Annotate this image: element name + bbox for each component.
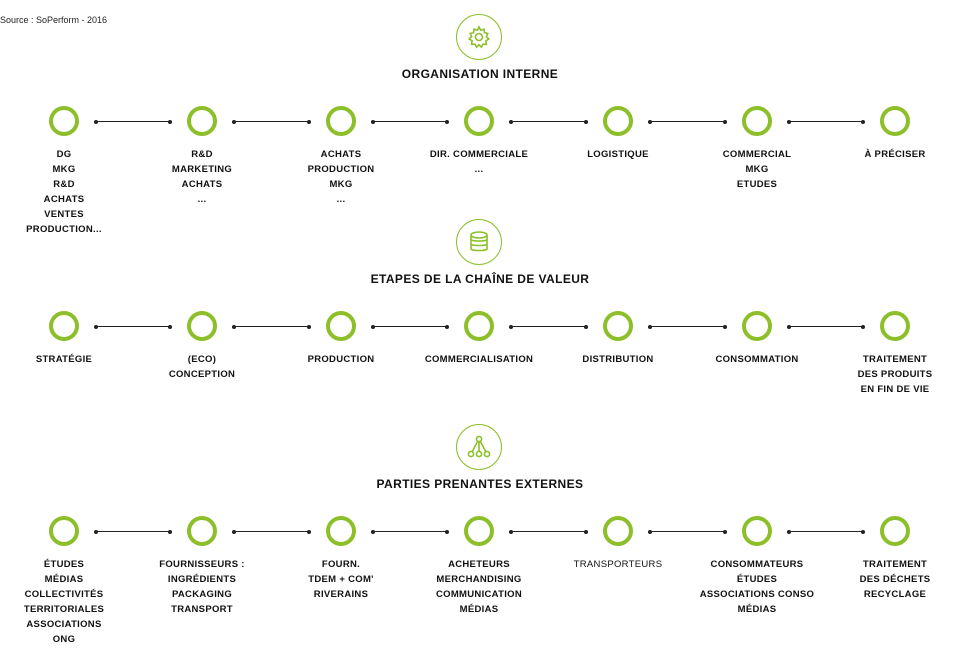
source-note: Source : SoPerform - 2016 xyxy=(0,15,108,25)
connector-line xyxy=(371,529,449,534)
stage-node xyxy=(326,106,356,136)
stage-label: COMMERCIAL MKG ETUDES xyxy=(722,149,792,190)
stage-label: DIR. COMMERCIALE ... xyxy=(429,149,529,175)
stage-label: DISTRIBUTION xyxy=(582,354,654,365)
connector-line xyxy=(509,324,588,329)
connector-line xyxy=(787,119,865,124)
connector-line xyxy=(94,529,172,534)
connector-line xyxy=(371,324,449,329)
stage-label: TRAITEMENT DES PRODUITS EN FIN DE VIE xyxy=(857,354,933,395)
stage-node xyxy=(880,516,910,546)
stage-label: CONSOMMATEURS ÉTUDES ASSOCIATIONS CONSO … xyxy=(699,559,815,615)
stage-label: ACHATS PRODUCTION MKG ... xyxy=(307,149,375,205)
stage-node xyxy=(187,516,217,546)
stage-node xyxy=(603,311,633,341)
stage-node xyxy=(742,516,772,546)
stage-label: FOURN. TDEM + COM' RIVERAINS xyxy=(308,559,374,600)
connector-line xyxy=(648,324,727,329)
stage-label: (ECO) CONCEPTION xyxy=(168,354,236,380)
connector-line xyxy=(509,529,588,534)
connector-line xyxy=(787,324,865,329)
stage-node xyxy=(742,106,772,136)
stage-label: CONSOMMATION xyxy=(715,354,799,365)
connector-line xyxy=(94,119,172,124)
stage-node xyxy=(49,106,79,136)
stage-node xyxy=(326,311,356,341)
connector-line xyxy=(94,324,172,329)
stage-node xyxy=(464,106,494,136)
stage-label: DG MKG R&D ACHATS VENTES PRODUCTION... xyxy=(26,149,102,235)
network-icon xyxy=(456,424,502,470)
database-icon xyxy=(456,219,502,265)
stage-label: FOURNISSEURS : INGRÉDIENTS PACKAGING TRA… xyxy=(159,559,245,615)
stage-label: TRAITEMENT DES DÉCHETS RECYCLAGE xyxy=(859,559,931,600)
stage-node xyxy=(464,311,494,341)
connector-line xyxy=(371,119,449,124)
stage-node xyxy=(880,106,910,136)
connector-line xyxy=(232,529,311,534)
stage-node xyxy=(880,311,910,341)
stage-label: À PRÉCISER xyxy=(864,149,926,160)
stage-node xyxy=(603,516,633,546)
stage-node xyxy=(464,516,494,546)
stage-label: TRANSPORTEURS xyxy=(573,559,663,570)
stage-label: R&D MARKETING ACHATS ... xyxy=(171,149,233,205)
stage-node xyxy=(326,516,356,546)
stage-node xyxy=(603,106,633,136)
stage-label: ÉTUDES MÉDIAS COLLECTIVITÉS TERRITORIALE… xyxy=(23,559,105,645)
section-title-stakeholders: PARTIES PRENANTES EXTERNES xyxy=(376,477,584,491)
section-title-value-chain: ETAPES DE LA CHAÎNE DE VALEUR xyxy=(370,272,590,286)
connector-line xyxy=(648,119,727,124)
stage-label: LOGISTIQUE xyxy=(587,149,649,160)
connector-line xyxy=(232,119,311,124)
stage-label: PRODUCTION xyxy=(307,354,375,365)
stage-node xyxy=(742,311,772,341)
connector-line xyxy=(648,529,727,534)
stage-node xyxy=(49,311,79,341)
stage-node xyxy=(187,106,217,136)
connector-line xyxy=(232,324,311,329)
connector-line xyxy=(509,119,588,124)
section-title-internal: ORGANISATION INTERNE xyxy=(401,67,559,81)
stage-label: STRATÉGIE xyxy=(35,354,93,365)
stage-label: ACHETEURS MERCHANDISING COMMUNICATION MÉ… xyxy=(435,559,523,615)
gear-icon xyxy=(456,14,502,60)
stage-label: COMMERCIALISATION xyxy=(424,354,534,365)
stage-node xyxy=(49,516,79,546)
connector-line xyxy=(787,529,865,534)
stage-node xyxy=(187,311,217,341)
